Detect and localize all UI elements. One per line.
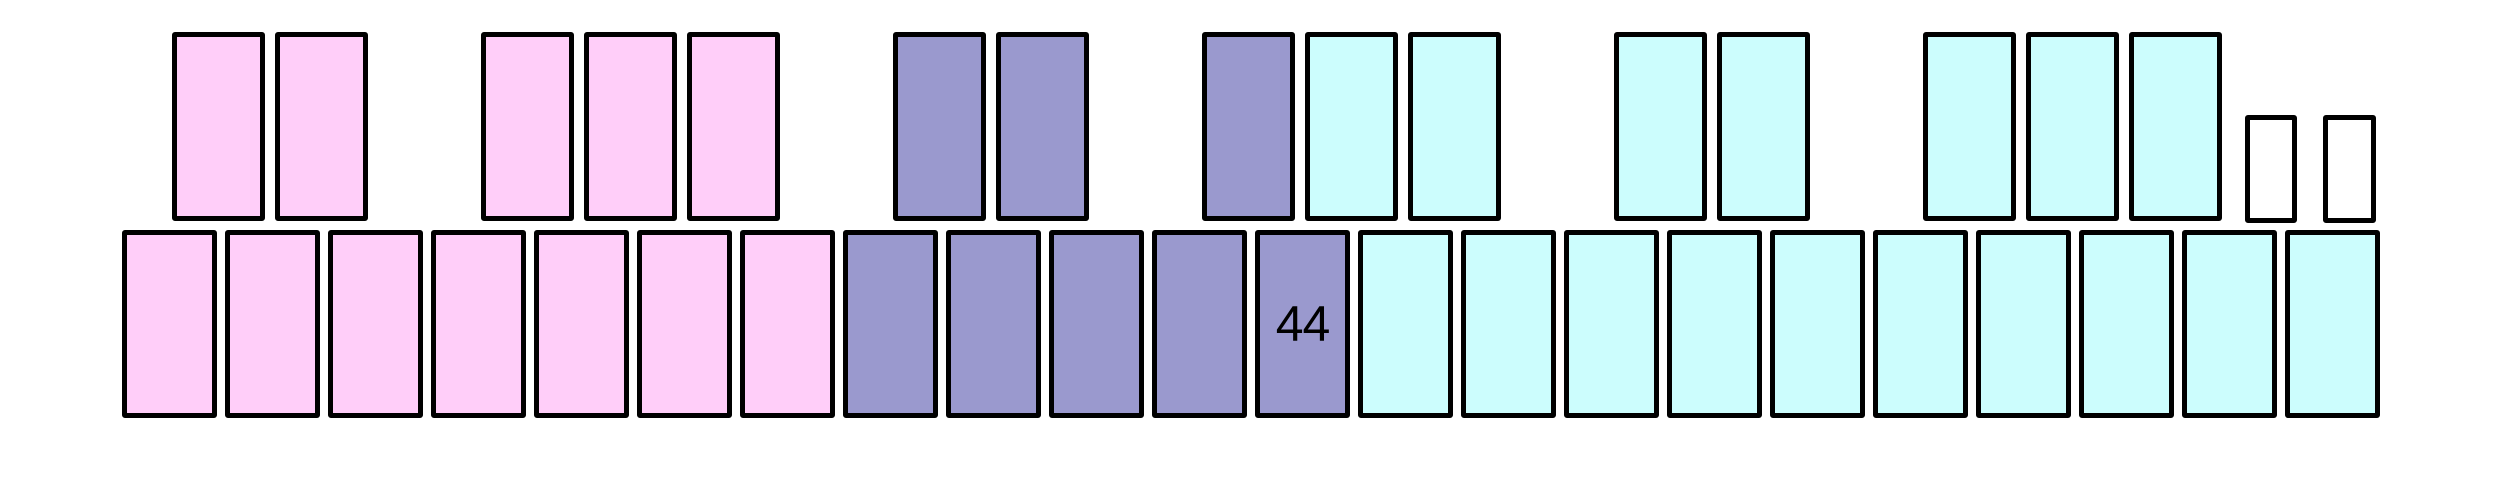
lower-key-0 xyxy=(122,230,217,418)
lower-key-16 xyxy=(1770,230,1865,418)
lower-key-20 xyxy=(2182,230,2277,418)
upper-key-9 xyxy=(1408,32,1501,221)
lower-key-3 xyxy=(431,230,526,418)
overflow-key-0 xyxy=(2245,115,2297,223)
lower-key-8 xyxy=(946,230,1041,418)
lower-key-18 xyxy=(1976,230,2071,418)
upper-key-0 xyxy=(172,32,265,221)
lower-key-6 xyxy=(740,230,835,418)
upper-key-4 xyxy=(687,32,780,221)
lower-key-17 xyxy=(1873,230,1968,418)
lower-key-19 xyxy=(2079,230,2174,418)
lower-key-15 xyxy=(1667,230,1762,418)
upper-key-3 xyxy=(584,32,677,221)
lower-key-9 xyxy=(1049,230,1144,418)
lower-key-7 xyxy=(843,230,938,418)
upper-key-12 xyxy=(1923,32,2016,221)
upper-key-11 xyxy=(1717,32,1810,221)
upper-key-13 xyxy=(2026,32,2119,221)
upper-key-1 xyxy=(275,32,368,221)
lower-key-21 xyxy=(2285,230,2380,418)
overflow-key-1 xyxy=(2323,115,2376,223)
upper-key-10 xyxy=(1614,32,1707,221)
upper-key-5 xyxy=(893,32,986,221)
lower-key-13 xyxy=(1461,230,1556,418)
upper-key-8 xyxy=(1305,32,1398,221)
upper-key-2 xyxy=(481,32,574,221)
lower-key-1 xyxy=(225,230,320,418)
upper-key-6 xyxy=(996,32,1089,221)
upper-key-14 xyxy=(2129,32,2222,221)
lower-key-12 xyxy=(1358,230,1453,418)
lower-key-11: 44 xyxy=(1255,230,1350,418)
key-count-label: 44 xyxy=(1275,296,1331,352)
upper-key-7 xyxy=(1202,32,1295,221)
lower-key-10 xyxy=(1152,230,1247,418)
lower-key-14 xyxy=(1564,230,1659,418)
lower-key-4 xyxy=(534,230,629,418)
lower-key-5 xyxy=(637,230,732,418)
lower-key-2 xyxy=(328,230,423,418)
